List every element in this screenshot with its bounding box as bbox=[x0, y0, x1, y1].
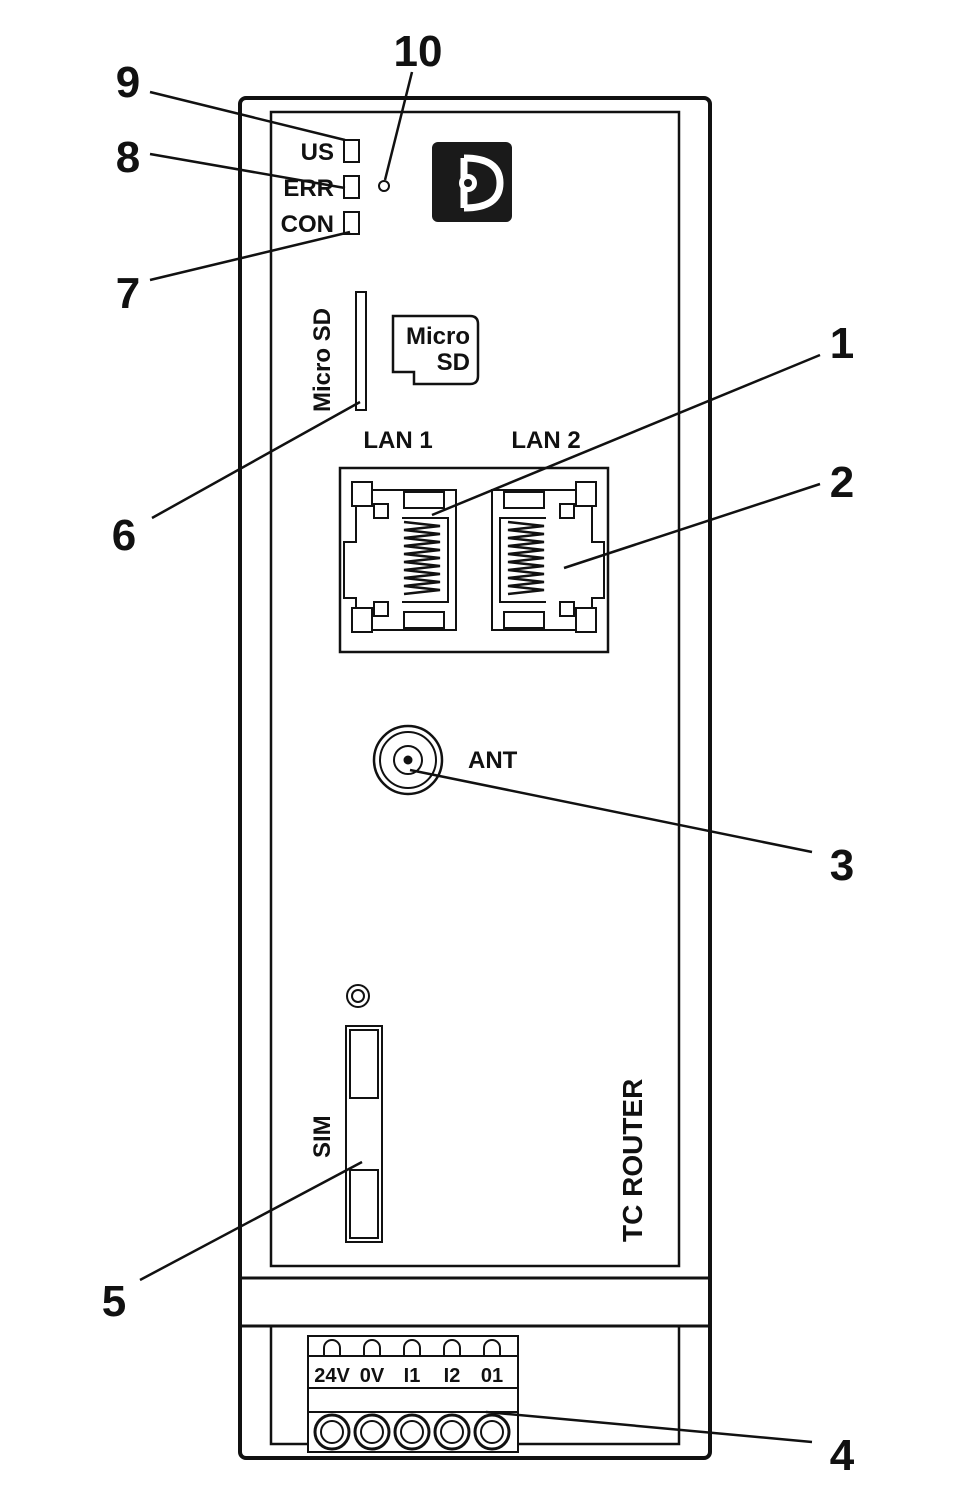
callout-3: 3 bbox=[830, 841, 854, 890]
antenna-label: ANT bbox=[468, 747, 518, 774]
leader-line bbox=[431, 353, 821, 517]
device-name: TC ROUTER bbox=[617, 1079, 648, 1242]
callout-numbers: 1 2 3 4 5 6 7 8 9 10 bbox=[102, 27, 855, 1480]
leader-line bbox=[139, 1160, 363, 1282]
terminal-screw-icon bbox=[433, 1413, 471, 1451]
leader-line bbox=[149, 90, 346, 142]
lan2-contact-pins bbox=[507, 520, 545, 596]
callout-8: 8 bbox=[116, 133, 140, 182]
terminal-screws bbox=[313, 1413, 511, 1451]
lan2-port bbox=[491, 481, 605, 633]
microsd-slot-label: Micro SD bbox=[309, 308, 336, 412]
front-panel bbox=[269, 110, 681, 1268]
terminal-label: 24V bbox=[314, 1365, 350, 1387]
callout-4: 4 bbox=[830, 1431, 855, 1480]
sim-label: SIM bbox=[309, 1115, 336, 1158]
microsd-card-icon: Micro SD bbox=[391, 314, 480, 386]
sim-led-icon bbox=[346, 984, 370, 1008]
terminal-label: I2 bbox=[444, 1365, 461, 1387]
callout-9: 9 bbox=[116, 58, 140, 107]
device-housing bbox=[238, 96, 712, 1460]
terminal-label: 0V bbox=[360, 1365, 385, 1387]
terminal-label: 01 bbox=[481, 1365, 503, 1387]
leader-line bbox=[383, 71, 414, 181]
brand-logo-icon bbox=[432, 142, 512, 222]
leader-line bbox=[563, 482, 821, 570]
leader-line bbox=[485, 1410, 813, 1444]
sim-slot bbox=[345, 1025, 383, 1243]
led-indicators: US ERR CON bbox=[281, 139, 390, 238]
reset-button-hole bbox=[378, 180, 390, 192]
callout-1: 1 bbox=[830, 319, 854, 368]
callout-2: 2 bbox=[830, 458, 854, 507]
antenna-connector-icon bbox=[372, 724, 444, 796]
led-err: ERR bbox=[283, 175, 360, 202]
leader-line bbox=[409, 768, 813, 854]
callout-7: 7 bbox=[116, 269, 140, 318]
housing-outer bbox=[238, 96, 712, 1460]
callout-5: 5 bbox=[102, 1277, 126, 1326]
led-con: CON bbox=[281, 211, 360, 238]
terminal-screw-icon bbox=[473, 1413, 511, 1451]
lan1-label: LAN 1 bbox=[363, 427, 432, 454]
terminal-top-tabs bbox=[323, 1339, 501, 1356]
microsd-icon-text: Micro bbox=[406, 323, 470, 350]
leader-line bbox=[151, 400, 361, 520]
led-label: US bbox=[301, 139, 334, 166]
terminal-label: I1 bbox=[404, 1365, 421, 1387]
callout-10: 10 bbox=[394, 27, 443, 76]
callout-6: 6 bbox=[112, 511, 136, 560]
callout-leaders bbox=[139, 71, 821, 1444]
microsd-slot: Micro SD bbox=[309, 291, 367, 412]
leader-line bbox=[149, 230, 351, 282]
terminal-screw-icon bbox=[313, 1413, 351, 1451]
lan1-contact-pins bbox=[403, 520, 441, 596]
lan2-label: LAN 2 bbox=[511, 427, 580, 454]
leader-line bbox=[149, 152, 346, 190]
led-us: US bbox=[301, 139, 360, 166]
terminal-screw-icon bbox=[353, 1413, 391, 1451]
terminal-screw-icon bbox=[393, 1413, 431, 1451]
led-label: CON bbox=[281, 211, 334, 238]
terminal-labels: 24V 0V I1 I2 01 bbox=[314, 1365, 503, 1387]
microsd-icon-text: SD bbox=[437, 349, 470, 376]
